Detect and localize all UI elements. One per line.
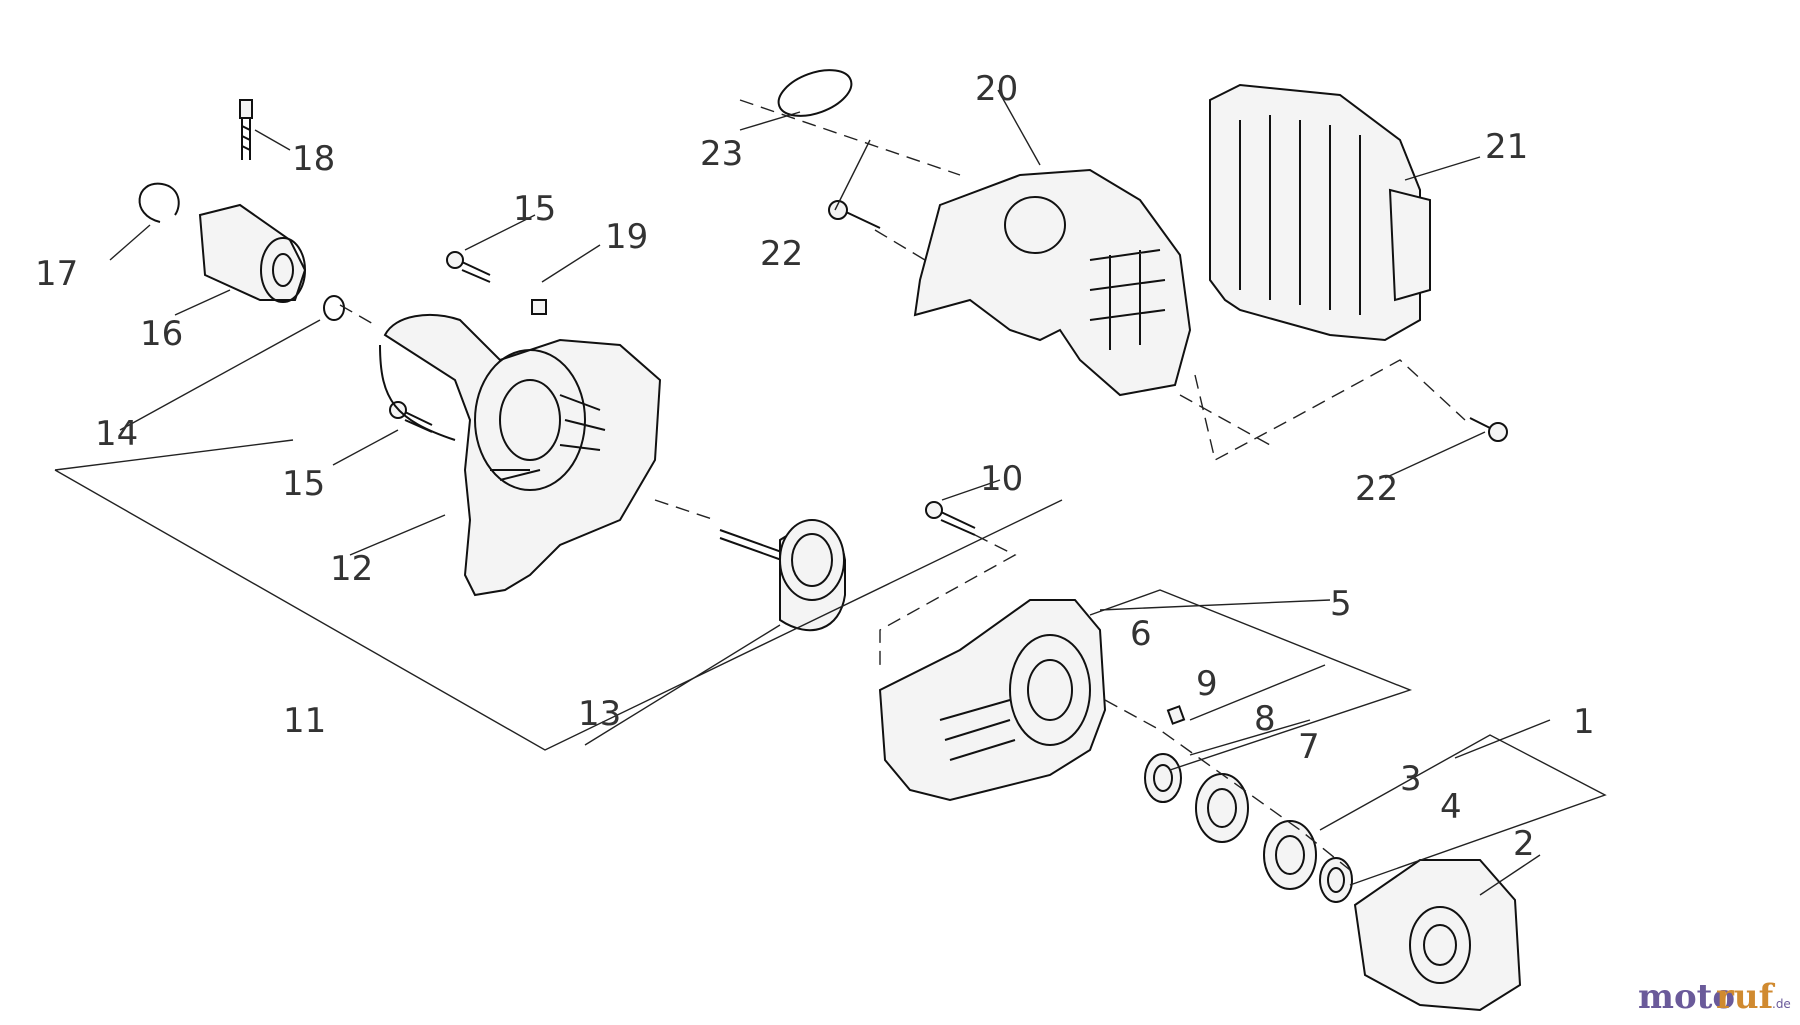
part-3-bearing	[1263, 820, 1317, 890]
label-12: 12	[330, 549, 373, 589]
label-14: 14	[95, 414, 138, 454]
label-2: 2	[1513, 824, 1535, 864]
part-16-hub	[198, 203, 307, 303]
part-4-seal	[1319, 857, 1353, 903]
watermark-logo: moto ruf .de	[1638, 977, 1791, 1017]
label-23: 23	[700, 134, 743, 174]
label-1: 1	[1573, 702, 1595, 742]
part-21-muffler-cover	[1209, 83, 1431, 342]
part-22-screw-top	[828, 200, 881, 229]
svg-text:ruf: ruf	[1716, 977, 1776, 1017]
label-21: 21	[1485, 127, 1528, 167]
label-6: 6	[1130, 614, 1152, 654]
part-2-crankcase-cap	[1353, 859, 1522, 1012]
part-9-pin	[1166, 705, 1186, 725]
label-3: 3	[1400, 759, 1422, 799]
part-8-seal	[1144, 753, 1182, 803]
label-18: 18	[292, 139, 335, 179]
svg-text:.de: .de	[1772, 997, 1791, 1011]
part-14-ring	[323, 295, 345, 321]
label-8: 8	[1254, 699, 1276, 739]
label-13: 13	[578, 694, 621, 734]
part-13-clutch-drum	[719, 519, 846, 632]
label-15-left: 15	[282, 464, 325, 504]
part-23-oring	[777, 69, 853, 117]
part-18-bolt	[239, 99, 253, 160]
label-20: 20	[975, 69, 1018, 109]
part-17-circlip	[138, 182, 180, 223]
label-9: 9	[1196, 664, 1218, 704]
svg-text:moto: moto	[1638, 977, 1735, 1017]
part-10-bolt	[925, 501, 976, 536]
label-19: 19	[605, 217, 648, 257]
label-4: 4	[1440, 787, 1462, 827]
part-12-starter-housing	[379, 314, 662, 597]
label-16: 16	[140, 314, 183, 354]
label-15-top: 15	[513, 189, 556, 229]
label-22-right: 22	[1355, 469, 1398, 509]
label-17: 17	[35, 254, 78, 294]
label-22-top: 22	[760, 234, 803, 274]
part-11-crankcase	[878, 599, 1107, 802]
part-22-screw-right	[1469, 417, 1508, 442]
part-7-bearing	[1195, 773, 1249, 843]
part-20-engine-cover	[913, 168, 1192, 397]
label-5: 5	[1330, 584, 1352, 624]
part-19-nut	[531, 299, 547, 315]
label-7: 7	[1298, 727, 1320, 767]
label-11: 11	[283, 701, 326, 741]
part-15-screw-top	[446, 251, 491, 283]
label-10: 10	[980, 459, 1023, 499]
